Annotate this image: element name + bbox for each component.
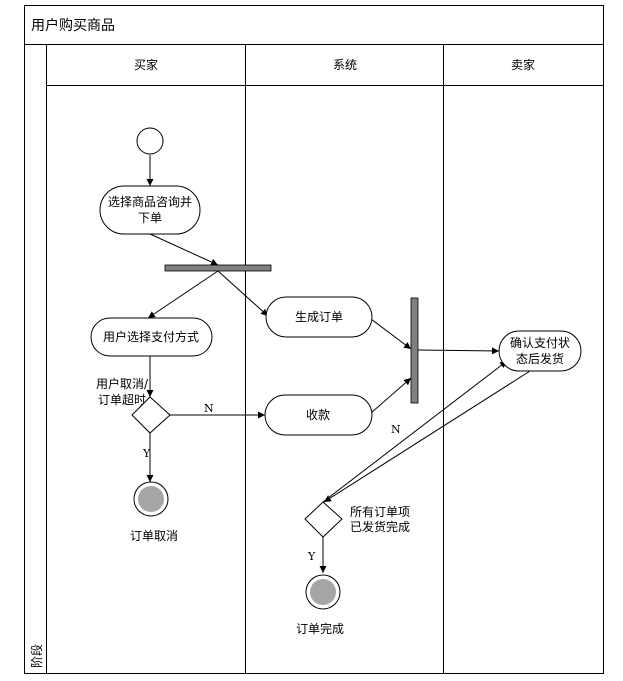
edge-join-to-confirm bbox=[417, 347, 500, 355]
edge-select-to-fork bbox=[149, 233, 219, 266]
svg-text:选择商品咨询并: 选择商品咨询并 bbox=[108, 194, 192, 209]
edge-fork-to-payment bbox=[147, 270, 219, 319]
edge-fork-to-order bbox=[217, 270, 269, 317]
order-cancelled-label: 订单取消 bbox=[130, 529, 178, 543]
diagram-title: 用户购买商品 bbox=[31, 17, 115, 34]
svg-text:收款: 收款 bbox=[306, 408, 330, 422]
fork-bar bbox=[164, 264, 272, 272]
edge-label-n-loop: N bbox=[391, 423, 401, 436]
edge-collect-to-join bbox=[370, 377, 412, 414]
join-bar bbox=[410, 297, 419, 404]
edge-label-n-payment: N bbox=[204, 402, 214, 415]
edge-label-y-cancel: Y bbox=[142, 447, 151, 460]
activity-generate-order: 生成订单 bbox=[265, 296, 373, 338]
lane-header-buyer: 买家 bbox=[134, 57, 158, 72]
all-shipped-decision-diamond bbox=[304, 501, 343, 538]
end-node-order-complete bbox=[305, 574, 341, 610]
cancel-decision-diamond bbox=[131, 396, 171, 434]
edge-order-to-join bbox=[370, 318, 412, 350]
all-shipped-condition-label: 所有订单项 已发货完成 bbox=[350, 505, 410, 534]
order-complete-label: 订单完成 bbox=[296, 621, 344, 636]
activity-choose-payment: 用户选择支付方式 bbox=[90, 317, 213, 357]
diagram-frame bbox=[24, 5, 604, 674]
activity-collect-payment: 收款 bbox=[264, 394, 373, 436]
lane-header-seller: 卖家 bbox=[511, 57, 535, 72]
activity-select-goods: 选择商品咨询并 下单 bbox=[99, 185, 201, 235]
edge-label-y-complete: Y bbox=[307, 550, 316, 563]
svg-text:用户选择支付方式: 用户选择支付方式 bbox=[103, 329, 199, 344]
end-node-order-cancelled bbox=[133, 481, 169, 517]
svg-text:生成订单: 生成订单 bbox=[295, 310, 343, 324]
svg-text:所有订单项: 所有订单项 bbox=[350, 505, 410, 519]
activity-confirm-and-ship: 确认支付状 态后发货 bbox=[498, 330, 582, 372]
start-node bbox=[136, 127, 164, 155]
edge-loop-decision-to-confirm bbox=[322, 360, 508, 503]
edge-confirm-to-decision bbox=[323, 370, 531, 503]
svg-text:态后发货: 态后发货 bbox=[516, 351, 564, 366]
svg-text:订单超时: 订单超时 bbox=[98, 392, 146, 407]
phase-label: 阶段 bbox=[29, 644, 44, 668]
svg-text:已发货完成: 已发货完成 bbox=[350, 519, 410, 534]
cancel-condition-label: 用户取消/ 订单超时 bbox=[96, 376, 149, 407]
lane-header-system: 系统 bbox=[333, 58, 357, 72]
svg-text:确认支付状: 确认支付状 bbox=[510, 336, 570, 350]
svg-text:下单: 下单 bbox=[138, 211, 162, 225]
svg-text:用户取消/: 用户取消/ bbox=[96, 376, 149, 391]
